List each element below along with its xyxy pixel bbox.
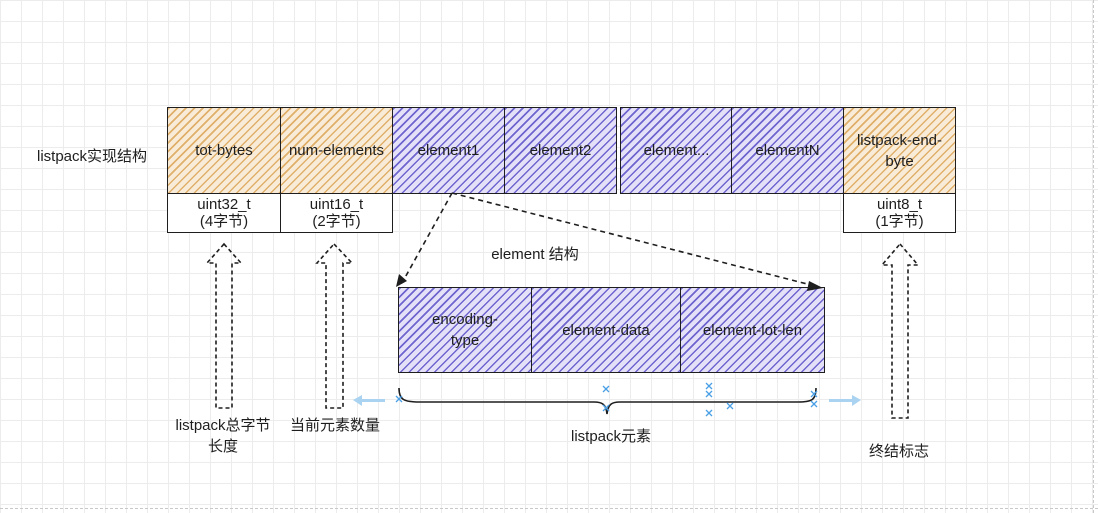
type-end-byte-type: uint8_t <box>876 196 923 213</box>
cell-element2-label: element2 <box>529 142 592 159</box>
field-element-lot-len: element-lot-len <box>680 287 825 373</box>
field-element-data-label: element-data <box>562 321 650 339</box>
field-element-data: element-data <box>531 287 681 373</box>
annotation-num-elements-text: 当前元素数量 <box>289 417 380 434</box>
cell-element1-label: element1 <box>417 142 480 159</box>
annotation-num-elements: 当前元素数量 <box>284 415 386 436</box>
listpack-structure-title: listpack实现结构 <box>36 146 148 167</box>
annotation-total-bytes: listpack总字节长度 <box>172 415 274 457</box>
brace-right-handle <box>829 395 861 406</box>
listpack-structure-title-text: listpack实现结构 <box>36 148 148 165</box>
annotation-elements: listpack元素 <box>551 426 671 447</box>
type-num-elements: uint16_t (2字节) <box>280 193 393 233</box>
annotation-end-marker: 终结标志 <box>850 441 948 462</box>
type-listpack-end-byte: uint8_t (1字节) <box>843 193 956 233</box>
element-brace <box>398 387 817 415</box>
cell-tot-bytes-label: tot-bytes <box>195 142 253 159</box>
cell-listpack-end-byte-label: listpack-end-byte <box>856 131 943 170</box>
cell-elementN-label: elementN <box>755 142 820 159</box>
element1-right-pointer <box>451 192 816 287</box>
cell-element2: element2 <box>504 107 617 194</box>
type-num-elements-type: uint16_t <box>309 196 364 213</box>
annotation-elements-text: listpack元素 <box>570 428 652 445</box>
up-arrow-total-bytes <box>205 242 243 409</box>
element1-left-pointer <box>401 192 453 284</box>
type-end-byte-size: (1字节) <box>875 213 924 230</box>
cell-listpack-end-byte: listpack-end-byte <box>843 107 956 194</box>
cell-element-ellipsis: element... <box>620 107 733 194</box>
element1-right-arrowhead <box>807 281 823 291</box>
element1-left-arrowhead <box>396 274 407 287</box>
selection-marks <box>395 382 818 417</box>
element-structure-title-text: element 结构 <box>491 246 579 263</box>
field-encoding-type: encoding-type <box>398 287 532 373</box>
up-arrow-end-marker <box>880 242 920 419</box>
field-encoding-type-label: encoding-type <box>432 311 498 349</box>
cell-elementN: elementN <box>731 107 844 194</box>
cell-num-elements-label: num-elements <box>288 142 385 159</box>
annotation-total-bytes-text: listpack总字节长度 <box>175 417 271 455</box>
type-num-elements-size: (2字节) <box>312 213 361 230</box>
cell-num-elements: num-elements <box>280 107 393 194</box>
cell-element1: element1 <box>392 107 505 194</box>
type-tot-bytes: uint32_t (4字节) <box>167 193 281 233</box>
element-structure-title: element 结构 <box>470 244 600 265</box>
type-tot-bytes-type: uint32_t <box>197 196 251 213</box>
up-arrow-num-elements <box>315 242 354 409</box>
type-tot-bytes-size: (4字节) <box>199 213 249 230</box>
cell-tot-bytes: tot-bytes <box>167 107 281 194</box>
brace-left-handle <box>353 395 385 406</box>
cell-element-ellipsis-label: element... <box>643 142 710 159</box>
field-element-lot-len-label: element-lot-len <box>702 321 803 339</box>
annotation-end-marker-text: 终结标志 <box>868 443 929 460</box>
